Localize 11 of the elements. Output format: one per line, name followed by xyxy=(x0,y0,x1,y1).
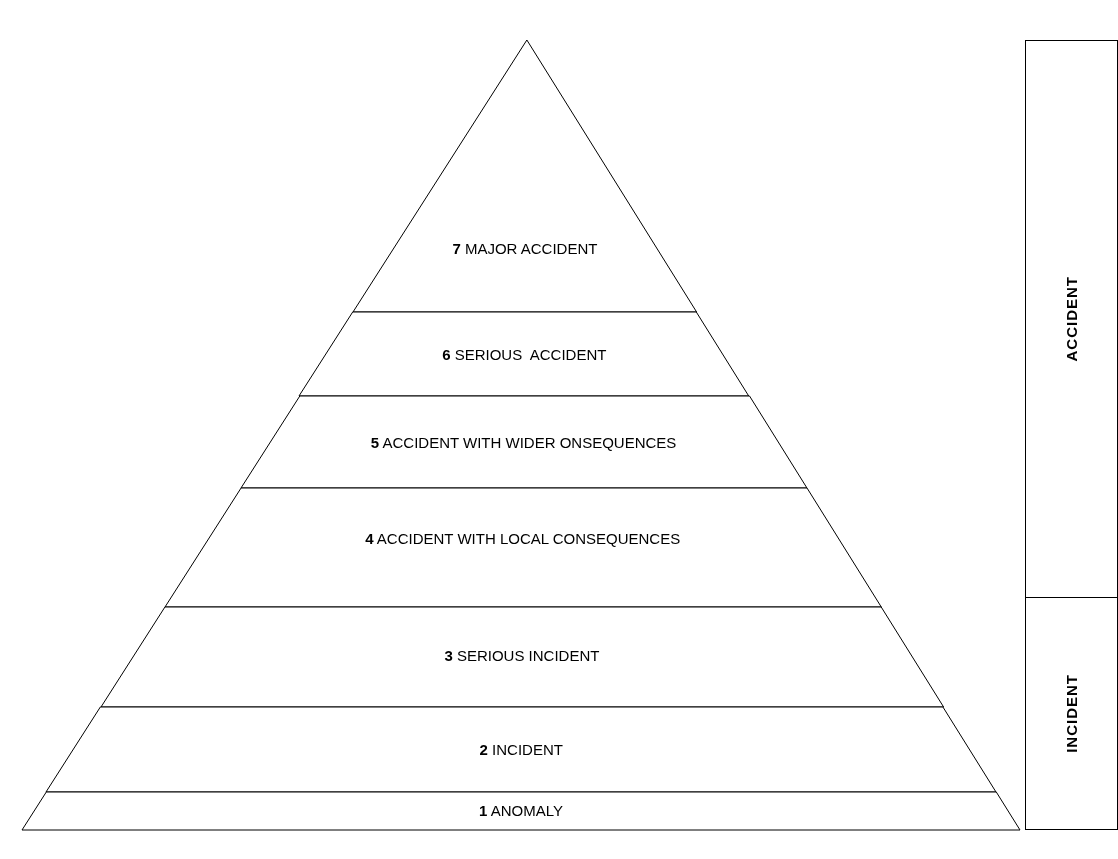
category-label: INCIDENT xyxy=(1063,674,1080,753)
category-band xyxy=(1025,597,1118,830)
level-label: 7 MAJOR ACCIDENT xyxy=(452,240,598,257)
level-label: 6 SERIOUS ACCIDENT xyxy=(442,346,607,363)
level-label: 5 ACCIDENT WITH WIDER ONSEQUENCES xyxy=(370,434,677,451)
level-label: 1 ANOMALY xyxy=(479,802,563,819)
level-label: 4 ACCIDENT WITH LOCAL CONSEQUENCES xyxy=(365,530,681,547)
category-label: ACCIDENT xyxy=(1063,276,1080,362)
category-band xyxy=(1025,40,1118,598)
level-label: 2 INCIDENT xyxy=(479,741,563,758)
level-label: 3 SERIOUS INCIDENT xyxy=(444,647,600,664)
